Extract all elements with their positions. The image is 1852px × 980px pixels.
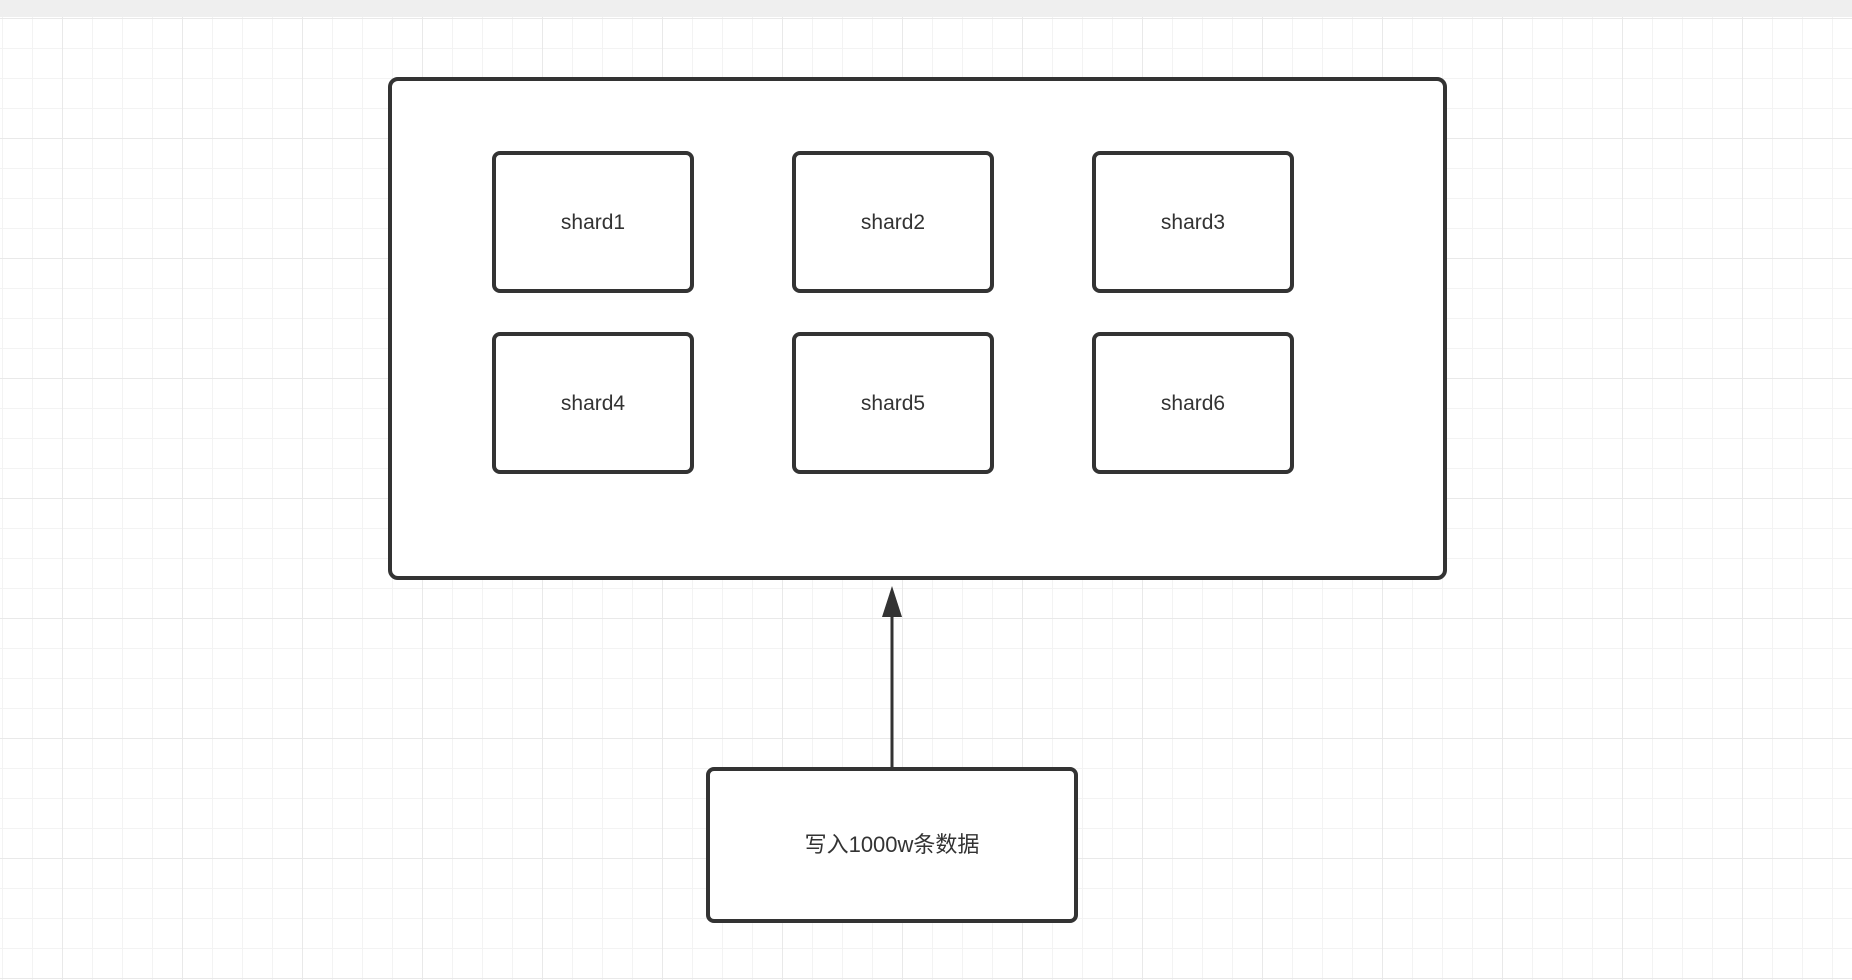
arrowhead-up-icon bbox=[882, 586, 902, 617]
write-data-node[interactable]: 写入1000w条数据 bbox=[706, 767, 1078, 923]
shard-node-3[interactable]: shard3 bbox=[1092, 151, 1294, 293]
shard-node-4[interactable]: shard4 bbox=[492, 332, 694, 474]
shard-node-label: shard4 bbox=[560, 391, 626, 415]
write-data-node-label: 写入1000w条数据 bbox=[804, 832, 980, 857]
shard-node-label: shard6 bbox=[1160, 391, 1226, 415]
flow-arrow[interactable] bbox=[872, 578, 912, 773]
window-chrome-strip bbox=[0, 0, 1852, 17]
shard-node-label: shard3 bbox=[1160, 210, 1226, 234]
shard-node-5[interactable]: shard5 bbox=[792, 332, 994, 474]
shard-node-label: shard1 bbox=[560, 210, 626, 234]
shard-node-1[interactable]: shard1 bbox=[492, 151, 694, 293]
shard-node-label: shard2 bbox=[860, 210, 926, 234]
shard-node-2[interactable]: shard2 bbox=[792, 151, 994, 293]
shard-node-label: shard5 bbox=[860, 391, 926, 415]
shard-node-6[interactable]: shard6 bbox=[1092, 332, 1294, 474]
